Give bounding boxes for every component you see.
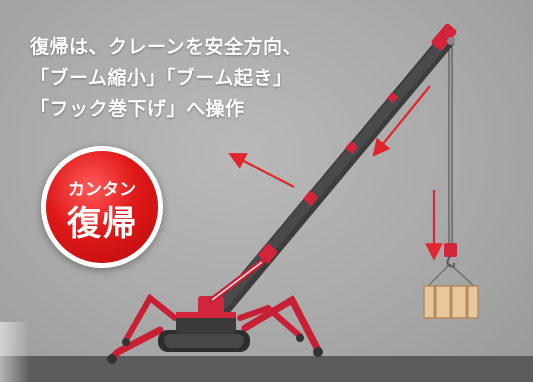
crane-boom: [215, 23, 457, 315]
instruction-caption: 復帰は、クレーンを安全方向、 「ブーム縮小」「ブーム起き」 「フック巻下げ」へ操…: [30, 32, 302, 125]
easy-recovery-badge: カンタン 復帰: [46, 151, 158, 263]
ground: [0, 356, 533, 382]
caption-line-2: 「ブーム縮小」「ブーム起き」: [30, 67, 293, 89]
boom-band: [303, 190, 318, 206]
boom-retract-arrow: [372, 85, 431, 157]
boom-head: [431, 23, 457, 51]
boom-band: [258, 243, 278, 264]
badge-small-text: カンタン: [68, 180, 136, 200]
badge-large-text: 復帰: [67, 204, 137, 244]
hook-block: [426, 243, 476, 288]
boom-raise-arrow: [228, 152, 295, 188]
boom-band: [387, 92, 398, 103]
caption-line-3: 「フック巻下げ」へ操作: [30, 98, 245, 120]
load-crate: [423, 285, 479, 319]
boom-band: [345, 141, 358, 154]
crane-body: [107, 259, 323, 364]
caption-line-1: 復帰は、クレーンを安全方向、: [30, 36, 303, 58]
sheave: [447, 37, 455, 45]
corner-haze: [0, 322, 30, 382]
